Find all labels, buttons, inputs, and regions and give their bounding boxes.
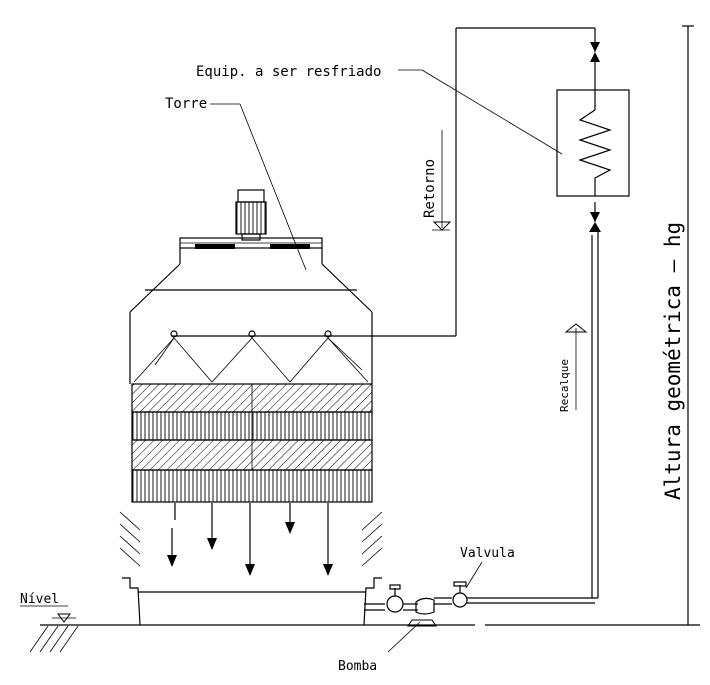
- fan-deck: [179, 237, 323, 249]
- equip-leader-diag: [421, 69, 563, 155]
- distribution-header: [133, 330, 456, 383]
- return-pipe: [455, 27, 600, 336]
- air-louvers: [119, 511, 383, 567]
- fan-motor: [235, 189, 267, 241]
- bomba-leader: [387, 621, 421, 653]
- valvula-label: Valvula: [460, 546, 515, 561]
- height-dimension: [682, 25, 694, 625]
- torre-label: Torre: [165, 96, 207, 112]
- recalque-arrow: [564, 323, 588, 410]
- ground: [29, 624, 700, 653]
- water-basin: [122, 577, 382, 626]
- pump-assembly: [364, 581, 598, 627]
- tower-body: [129, 248, 373, 384]
- retorno-label: Retorno: [422, 159, 438, 218]
- supply-pipe: [589, 202, 601, 598]
- heat-exchanger: [556, 89, 630, 197]
- water-drops: [167, 503, 333, 576]
- retorno-arrow: [432, 130, 452, 231]
- equip-label: Equip. a ser resfriado: [196, 64, 381, 80]
- bomba-label: Bomba: [338, 659, 377, 674]
- altura-label: Altura geométrica — hg: [661, 222, 685, 500]
- nivel-label: Nível: [20, 592, 59, 607]
- recalque-label: Recalque: [558, 359, 571, 412]
- level-marker: [20, 605, 76, 623]
- fill-media: [131, 383, 373, 503]
- torre-leader-diag: [239, 103, 307, 271]
- valvula-leader: [465, 561, 483, 589]
